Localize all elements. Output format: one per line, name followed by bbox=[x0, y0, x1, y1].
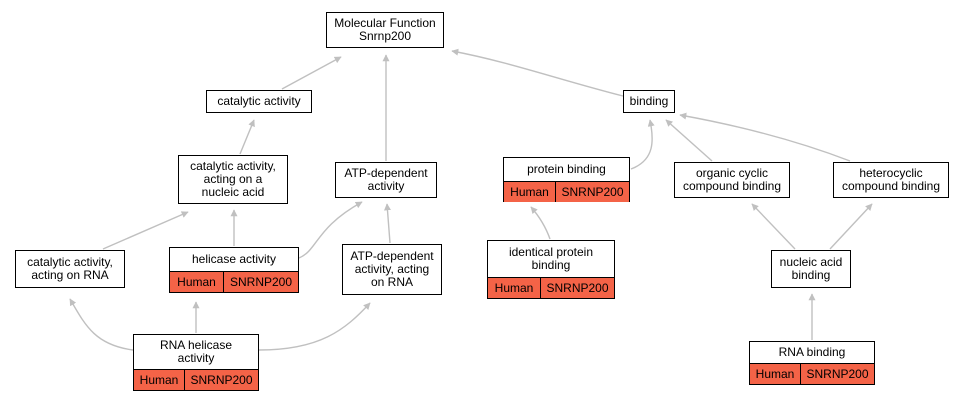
gene-cell: SNRNP200 bbox=[185, 370, 258, 390]
node-label: RNA helicase activity bbox=[159, 338, 233, 365]
node-label: ATP-dependent activity, acting on RNA bbox=[350, 249, 434, 289]
edge-nucleic-acid-to-organic-cyclic bbox=[751, 203, 796, 250]
node-label: catalytic activity, acting on a nucleic … bbox=[190, 159, 276, 199]
node-helicase-activity[interactable]: helicase activity Human SNRNP200 bbox=[169, 247, 299, 293]
node-nucleic-acid-binding[interactable]: nucleic acid binding bbox=[771, 250, 851, 288]
node-rna-helicase-activity[interactable]: RNA helicase activity Human SNRNP200 bbox=[133, 334, 259, 391]
node-rna-binding[interactable]: RNA binding Human SNRNP200 bbox=[749, 341, 875, 385]
node-label: organic cyclic compound binding bbox=[682, 166, 782, 193]
node-label: catalytic activity bbox=[217, 94, 301, 108]
gene-cell: SNRNP200 bbox=[541, 278, 614, 298]
node-catalytic-activity[interactable]: catalytic activity bbox=[206, 90, 312, 113]
node-label: RNA binding bbox=[778, 345, 846, 359]
node-label: ATP-dependent activity bbox=[344, 166, 428, 193]
edge-helicase-to-atp-dependent bbox=[298, 201, 363, 259]
species-cell: Human bbox=[134, 370, 185, 390]
species-cell: Human bbox=[750, 364, 801, 384]
node-atp-dependent-activity-rna[interactable]: ATP-dependent activity, acting on RNA bbox=[342, 244, 442, 295]
gene-cell: SNRNP200 bbox=[556, 182, 629, 202]
node-atp-dependent-activity[interactable]: ATP-dependent activity bbox=[335, 162, 437, 198]
node-heterocyclic-compound-binding[interactable]: heterocyclic compound binding bbox=[833, 162, 949, 198]
node-label: protein binding bbox=[527, 162, 606, 176]
edge-heterocyclic-to-binding bbox=[679, 112, 851, 162]
edge-protein-binding-to-binding bbox=[630, 119, 655, 170]
node-label: nucleic acid binding bbox=[779, 255, 843, 282]
edge-catalytic-nucleic-to-catalytic-activity bbox=[239, 119, 255, 155]
gene-cell: SNRNP200 bbox=[801, 364, 874, 384]
node-label: catalytic activity, acting on RNA bbox=[27, 255, 113, 282]
gene-cell: SNRNP200 bbox=[224, 272, 298, 292]
species-cell: Human bbox=[488, 278, 541, 298]
node-label: binding bbox=[629, 94, 669, 108]
edge-catalytic-activity-to-root bbox=[281, 56, 342, 90]
edge-binding-to-root bbox=[451, 48, 624, 97]
node-label: helicase activity bbox=[191, 252, 277, 266]
root-node-molecular-function[interactable]: Molecular Function Snrnp200 bbox=[326, 12, 444, 48]
gene-annotation: Human SNRNP200 bbox=[134, 370, 258, 390]
node-protein-binding[interactable]: protein binding Human SNRNP200 bbox=[503, 157, 630, 202]
edge-catalytic-rna-to-catalytic-nucleic bbox=[102, 211, 189, 250]
species-cell: Human bbox=[170, 272, 224, 292]
gene-annotation: Human SNRNP200 bbox=[504, 182, 629, 202]
gene-annotation: Human SNRNP200 bbox=[488, 278, 614, 298]
gene-annotation: Human SNRNP200 bbox=[750, 364, 874, 384]
node-catalytic-activity-nucleic-acid[interactable]: catalytic activity, acting on a nucleic … bbox=[178, 155, 288, 204]
edge-rna-helicase-to-atp-dep-rna bbox=[258, 302, 371, 351]
node-catalytic-activity-rna[interactable]: catalytic activity, acting on RNA bbox=[15, 250, 125, 288]
edge-organic-cyclic-to-binding bbox=[665, 119, 713, 162]
node-identical-protein-binding[interactable]: identical protein binding Human SNRNP200 bbox=[487, 240, 615, 299]
edge-nucleic-acid-to-heterocyclic bbox=[829, 203, 873, 250]
species-cell: Human bbox=[504, 182, 556, 202]
node-organic-cyclic-compound-binding[interactable]: organic cyclic compound binding bbox=[674, 162, 790, 198]
gene-annotation: Human SNRNP200 bbox=[170, 272, 298, 292]
node-label: Molecular Function Snrnp200 bbox=[334, 16, 436, 43]
node-label: identical protein binding bbox=[508, 245, 594, 272]
edge-rna-helicase-to-catalytic-rna bbox=[69, 298, 134, 351]
node-label: heterocyclic compound binding bbox=[841, 166, 941, 193]
edge-identical-protein-to-protein-binding bbox=[530, 206, 551, 240]
edge-atp-dep-rna-to-atp-dependent bbox=[383, 203, 391, 244]
node-binding[interactable]: binding bbox=[623, 90, 675, 113]
